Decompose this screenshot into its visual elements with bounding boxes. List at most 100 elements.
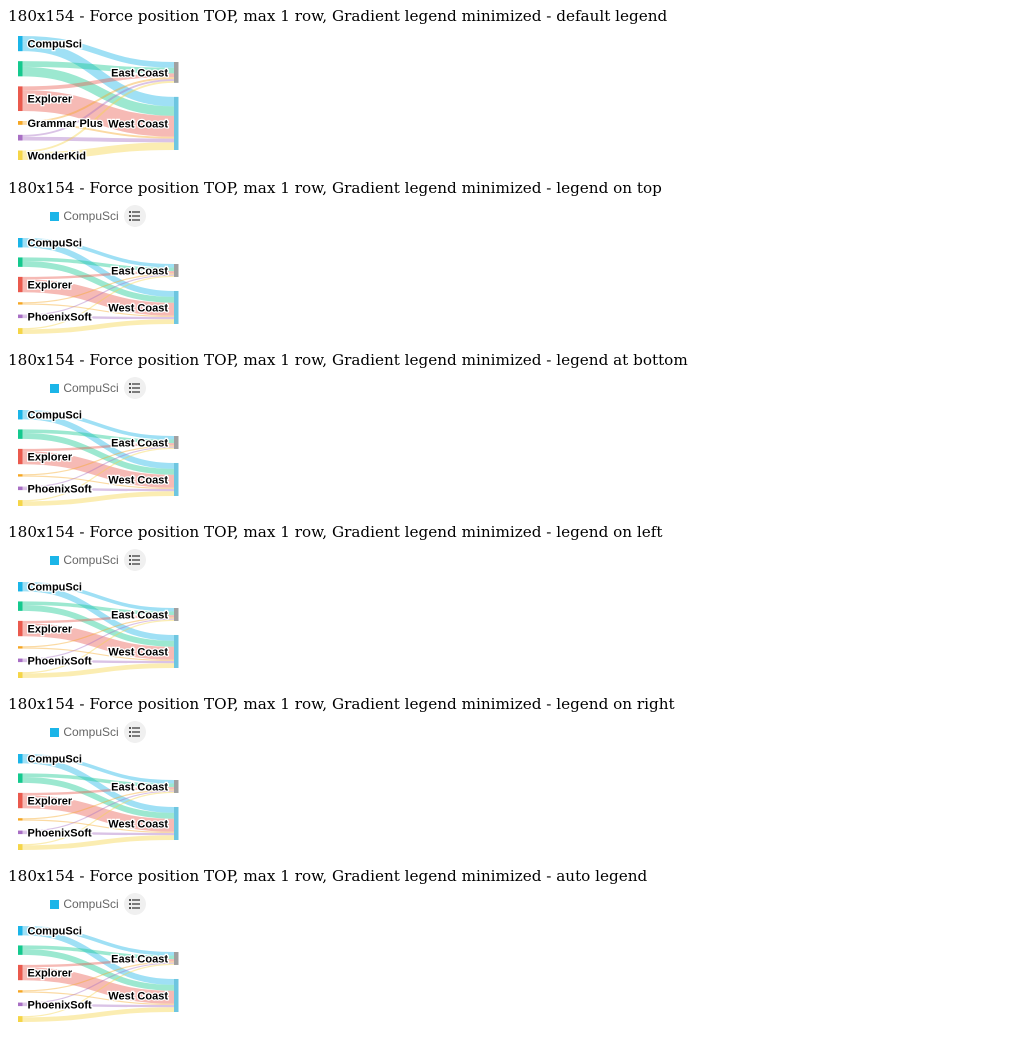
- sankey-link-compusci-west-coast[interactable]: [22, 585, 175, 641]
- sankey-link-wonderkid-west-coast[interactable]: [22, 835, 175, 850]
- sankey-link-explorer-east-coast[interactable]: [22, 443, 175, 452]
- legend-item[interactable]: CompuSci: [50, 553, 119, 567]
- sankey-link-phoenixsoft-east-coast[interactable]: [22, 274, 175, 316]
- sankey-node-east-coast[interactable]: [174, 608, 179, 621]
- sankey-node-wonderkid[interactable]: [18, 328, 23, 334]
- sankey-link-phoenixsoft-east-coast[interactable]: [22, 618, 175, 660]
- sankey-node-compusci[interactable]: [18, 410, 23, 420]
- sankey-node-east-coast[interactable]: [174, 952, 179, 965]
- sankey-link-grammar-plus-east-coast[interactable]: [22, 961, 175, 992]
- sankey-link-wonderkid-west-coast[interactable]: [22, 663, 175, 678]
- sankey-link-phoenixsoft-west-coast[interactable]: [22, 315, 175, 320]
- legend-item[interactable]: CompuSci: [50, 381, 119, 395]
- sankey-link-phoenixsoft-east-coast[interactable]: [22, 79, 175, 137]
- sankey-node-west-coast[interactable]: [174, 96, 179, 150]
- sankey-link-compusci-west-coast[interactable]: [22, 413, 175, 469]
- sankey-node-edu[interactable]: [18, 773, 23, 783]
- legend-expand-button[interactable]: [123, 377, 146, 399]
- sankey-link-edu-east-coast[interactable]: [22, 773, 175, 788]
- sankey-node-explorer[interactable]: [18, 964, 23, 981]
- sankey-node-explorer[interactable]: [18, 276, 23, 293]
- sankey-link-edu-east-coast[interactable]: [22, 601, 175, 616]
- sankey-link-compusci-west-coast[interactable]: [22, 241, 175, 297]
- sankey-node-phoenixsoft[interactable]: [18, 830, 23, 835]
- sankey-link-edu-west-coast[interactable]: [22, 604, 175, 647]
- sankey-link-explorer-west-coast[interactable]: [22, 967, 175, 1004]
- sankey-link-explorer-west-coast[interactable]: [22, 795, 175, 832]
- sankey-node-compusci[interactable]: [18, 582, 23, 592]
- sankey-link-grammar-plus-east-coast[interactable]: [22, 789, 175, 820]
- sankey-link-compusci-east-coast[interactable]: [22, 582, 175, 612]
- sankey-node-west-coast[interactable]: [174, 634, 179, 668]
- sankey-node-phoenixsoft[interactable]: [18, 658, 23, 663]
- sankey-link-compusci-east-coast[interactable]: [22, 754, 175, 784]
- sankey-link-phoenixsoft-west-coast[interactable]: [22, 136, 175, 143]
- sankey-node-grammar-plus[interactable]: [18, 818, 23, 821]
- sankey-link-wonderkid-east-coast[interactable]: [22, 275, 175, 330]
- sankey-link-phoenixsoft-west-coast[interactable]: [22, 487, 175, 492]
- sankey-link-phoenixsoft-east-coast[interactable]: [22, 962, 175, 1004]
- sankey-link-edu-east-coast[interactable]: [22, 429, 175, 444]
- sankey-node-west-coast[interactable]: [174, 978, 179, 1012]
- sankey-node-edu[interactable]: [18, 429, 23, 439]
- sankey-link-wonderkid-west-coast[interactable]: [22, 142, 175, 160]
- sankey-link-phoenixsoft-west-coast[interactable]: [22, 1003, 175, 1008]
- sankey-node-phoenixsoft[interactable]: [18, 314, 23, 319]
- sankey-node-explorer[interactable]: [18, 620, 23, 637]
- sankey-link-explorer-west-coast[interactable]: [22, 623, 175, 660]
- sankey-node-west-coast[interactable]: [174, 290, 179, 324]
- legend-expand-button[interactable]: [123, 893, 146, 915]
- sankey-link-edu-west-coast[interactable]: [22, 66, 175, 116]
- sankey-link-grammar-plus-east-coast[interactable]: [22, 445, 175, 476]
- sankey-link-edu-east-coast[interactable]: [22, 945, 175, 960]
- sankey-link-wonderkid-east-coast[interactable]: [22, 619, 175, 674]
- sankey-node-grammar-plus[interactable]: [18, 302, 23, 305]
- sankey-link-edu-east-coast[interactable]: [22, 61, 175, 74]
- sankey-node-grammar-plus[interactable]: [18, 474, 23, 477]
- sankey-link-grammar-plus-east-coast[interactable]: [22, 77, 175, 123]
- legend-item[interactable]: CompuSci: [50, 897, 119, 911]
- sankey-link-compusci-east-coast[interactable]: [22, 926, 175, 956]
- sankey-link-explorer-east-coast[interactable]: [22, 959, 175, 968]
- sankey-link-wonderkid-east-coast[interactable]: [22, 447, 175, 502]
- sankey-link-compusci-east-coast[interactable]: [22, 410, 175, 440]
- sankey-node-compusci[interactable]: [18, 926, 23, 936]
- legend-expand-button[interactable]: [123, 549, 146, 571]
- sankey-link-wonderkid-west-coast[interactable]: [22, 1007, 175, 1022]
- sankey-link-phoenixsoft-east-coast[interactable]: [22, 790, 175, 832]
- sankey-link-grammar-plus-west-coast[interactable]: [22, 819, 175, 833]
- sankey-link-grammar-plus-east-coast[interactable]: [22, 273, 175, 304]
- sankey-link-grammar-plus-west-coast[interactable]: [22, 991, 175, 1005]
- sankey-node-compusci[interactable]: [18, 754, 23, 764]
- sankey-node-east-coast[interactable]: [174, 62, 179, 83]
- sankey-node-grammar-plus[interactable]: [18, 646, 23, 649]
- sankey-link-edu-west-coast[interactable]: [22, 776, 175, 819]
- sankey-node-edu[interactable]: [18, 257, 23, 267]
- sankey-link-edu-west-coast[interactable]: [22, 432, 175, 475]
- legend-expand-button[interactable]: [123, 205, 146, 227]
- sankey-node-edu[interactable]: [18, 601, 23, 611]
- sankey-node-phoenixsoft[interactable]: [18, 134, 23, 141]
- sankey-node-phoenixsoft[interactable]: [18, 486, 23, 491]
- sankey-link-explorer-west-coast[interactable]: [22, 90, 175, 137]
- sankey-link-phoenixsoft-east-coast[interactable]: [22, 446, 175, 488]
- sankey-link-grammar-plus-east-coast[interactable]: [22, 617, 175, 648]
- sankey-link-explorer-east-coast[interactable]: [22, 73, 175, 91]
- sankey-node-wonderkid[interactable]: [18, 500, 23, 506]
- sankey-link-wonderkid-west-coast[interactable]: [22, 319, 175, 334]
- sankey-link-wonderkid-east-coast[interactable]: [22, 80, 175, 153]
- sankey-link-phoenixsoft-west-coast[interactable]: [22, 831, 175, 836]
- legend-item[interactable]: CompuSci: [50, 725, 119, 739]
- sankey-node-edu[interactable]: [18, 61, 23, 77]
- sankey-node-east-coast[interactable]: [174, 780, 179, 793]
- sankey-link-edu-east-coast[interactable]: [22, 257, 175, 272]
- sankey-link-edu-west-coast[interactable]: [22, 948, 175, 991]
- legend-item[interactable]: CompuSci: [50, 209, 119, 223]
- sankey-link-wonderkid-east-coast[interactable]: [22, 791, 175, 846]
- sankey-link-compusci-east-coast[interactable]: [22, 238, 175, 268]
- sankey-link-explorer-west-coast[interactable]: [22, 279, 175, 316]
- sankey-link-phoenixsoft-west-coast[interactable]: [22, 659, 175, 664]
- sankey-link-compusci-west-coast[interactable]: [22, 929, 175, 985]
- sankey-link-explorer-east-coast[interactable]: [22, 271, 175, 280]
- sankey-node-east-coast[interactable]: [174, 436, 179, 449]
